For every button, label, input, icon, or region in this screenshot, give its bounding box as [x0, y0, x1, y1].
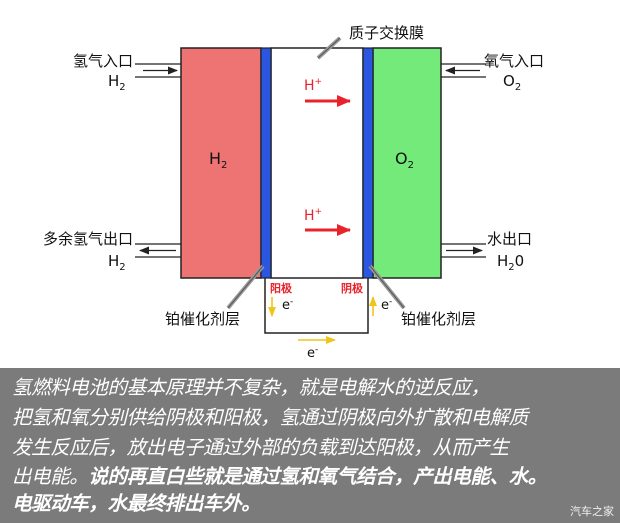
membrane-label: 质子交换膜 — [349, 24, 424, 42]
watermark: 汽车之家 — [570, 505, 614, 518]
caption-line-2: 把氢和氧分别供给阴极和阳极，氢通过阴极向外扩散和电解质 — [12, 406, 528, 429]
oxygen-chamber — [372, 47, 442, 279]
membrane-leader-line-inner — [317, 37, 341, 59]
o2-chamber-label: O2 — [395, 149, 414, 171]
cathode-catalyst-layer — [362, 47, 374, 279]
water-outlet-formula: H20 — [497, 252, 524, 273]
o2-inlet-formula: O2 — [503, 72, 521, 93]
caption-line-4-normal: 出电能。 — [12, 465, 89, 488]
catalyst-leader-right-inner — [369, 265, 405, 309]
caption-line-1: 氢燃料电池的基本原理并不复杂，就是电解水的逆反应， — [12, 376, 490, 399]
cathode-label: 阴极 — [341, 281, 364, 295]
fuel-cell-diagram: 质子交换膜 氢气入口 H2 氧气入口 O2 H2 O2 H+ H+ 多余氢气出口… — [43, 24, 544, 361]
proton-label-bottom: H+ — [304, 207, 322, 224]
catalyst-leader-left-inner — [227, 265, 264, 309]
h2-outlet-formula: H2 — [108, 252, 126, 273]
electron-label-anode: e- — [282, 297, 293, 313]
caption-line-4: 出电能。说的再直白些就是通过氢和氧气结合，产出电能、水。 — [12, 462, 547, 492]
catalyst-label-right: 铂催化剂层 — [401, 310, 476, 328]
catalyst-label-left: 铂催化剂层 — [165, 310, 240, 328]
h2-inlet-formula: H2 — [108, 72, 126, 93]
external-circuit — [264, 278, 369, 334]
o2-inlet-label: 氧气入口 — [484, 52, 544, 70]
water-outlet-label: 水出口 — [487, 230, 532, 248]
electron-label-cathode: e- — [381, 297, 392, 313]
h2-inlet-label: 氢气入口 — [73, 52, 133, 70]
h2-chamber-label: H2 — [209, 149, 227, 171]
electron-label-circuit: e- — [307, 345, 318, 361]
caption-line-5: 电驱动车，水最终排出车外。 — [12, 492, 261, 515]
h2-outlet-label: 多余氢气出口 — [43, 230, 133, 248]
anode-label: 阳极 — [270, 281, 293, 295]
caption-line-4-bold: 说的再直白些就是通过氢和氧气结合，产出电能、水。 — [88, 465, 547, 488]
proton-label-top: H+ — [304, 77, 322, 94]
hydrogen-chamber — [180, 47, 262, 279]
caption-panel: 氢燃料电池的基本原理并不复杂，就是电解水的逆反应， 把氢和氧分别供给阴极和阳极，… — [0, 368, 620, 523]
anode-catalyst-layer — [260, 47, 272, 279]
electrolyte-region — [270, 47, 364, 279]
caption-line-3: 发生反应后，放出电子通过外部的负载到达阳极，从而产生 — [12, 436, 509, 459]
